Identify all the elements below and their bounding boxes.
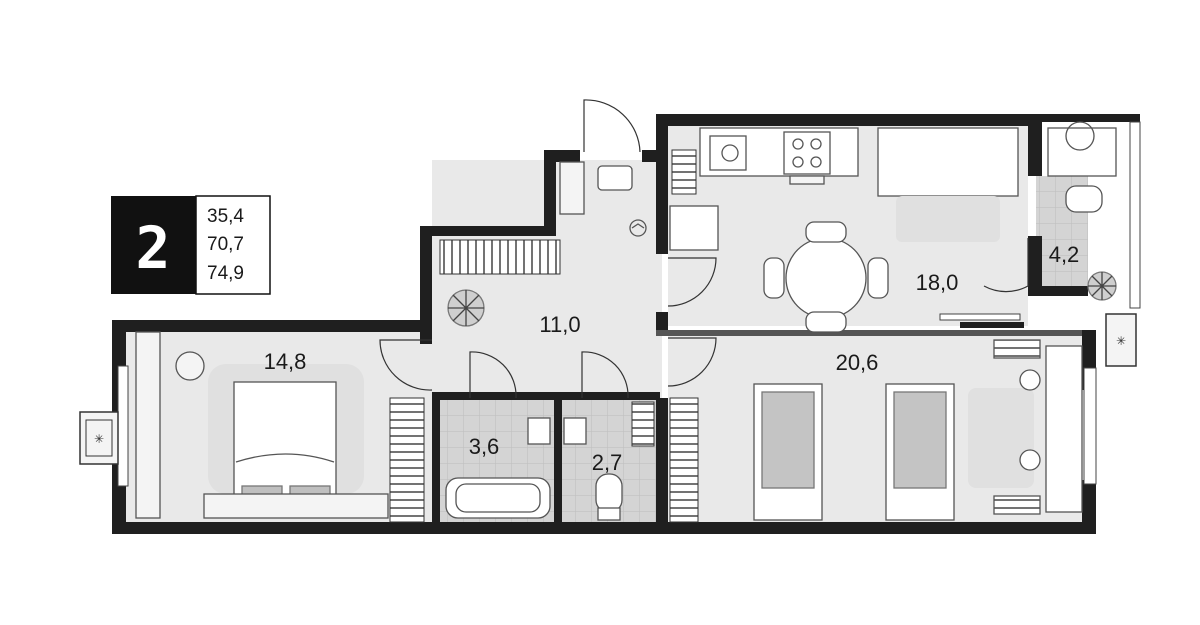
dining-table xyxy=(785,237,867,319)
slippers xyxy=(597,165,633,191)
sink xyxy=(709,135,747,171)
shoe-cabinet xyxy=(559,161,585,215)
room-area-balcony: 4,2 xyxy=(1049,242,1080,267)
total-area: 70,7 xyxy=(207,234,244,255)
area-box: 35,4 70,7 74,9 xyxy=(195,195,271,295)
radiators xyxy=(389,149,699,523)
dresser xyxy=(203,493,389,519)
fridge xyxy=(669,205,719,251)
svg-text:✳: ✳ xyxy=(1116,334,1126,348)
bathtub xyxy=(445,477,551,519)
windows xyxy=(117,121,1141,487)
svg-text:✳: ✳ xyxy=(94,432,104,446)
armchair xyxy=(175,351,205,381)
room-labels: 14,8 11,0 3,6 2,7 18,0 4,2 20,6 xyxy=(264,242,1080,475)
cooktop xyxy=(783,131,831,175)
desk xyxy=(1045,345,1083,513)
rug-kitchen xyxy=(896,196,1000,242)
room-area-wc: 2,7 xyxy=(592,450,623,475)
room-area-hall: 11,0 xyxy=(539,312,580,337)
doors xyxy=(379,99,1029,399)
ac-unit-right: ✳ xyxy=(1105,313,1137,367)
sofa xyxy=(877,127,1019,197)
room-area-bedroom-right: 20,6 xyxy=(836,350,879,375)
furniture xyxy=(135,121,1117,521)
balcony-chair xyxy=(1065,185,1103,213)
balcony-plant-icon xyxy=(1087,271,1117,301)
toilet xyxy=(595,473,623,513)
washbasin-wc xyxy=(563,417,587,445)
shelf-top xyxy=(993,339,1041,359)
ceiling-lamp xyxy=(629,219,647,237)
room-area-kitchen: 18,0 xyxy=(916,270,959,295)
wardrobe xyxy=(135,331,161,519)
total-area-with-balcony: 74,9 xyxy=(207,263,244,284)
rooms-badge: 2 xyxy=(111,196,196,294)
rug-bedroom xyxy=(968,388,1034,488)
living-area: 35,4 xyxy=(207,206,244,227)
ac-unit-left: ✳ xyxy=(79,411,119,465)
washbasin-bath xyxy=(527,417,551,445)
shelf-bottom xyxy=(993,495,1041,515)
plant-icon xyxy=(447,289,485,327)
room-area-bedroom-left: 14,8 xyxy=(264,349,307,374)
room-area-bath: 3,6 xyxy=(469,434,500,459)
balcony-table xyxy=(1047,127,1117,177)
rooms-count: 2 xyxy=(136,214,171,282)
